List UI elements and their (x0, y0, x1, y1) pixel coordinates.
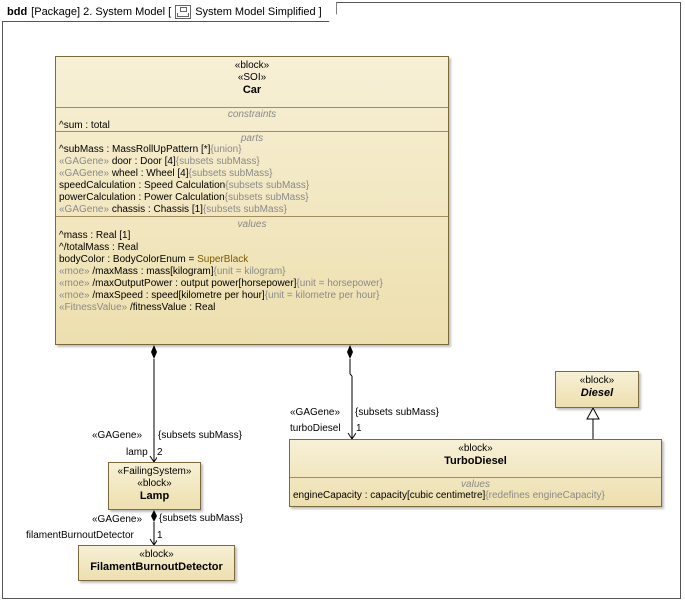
row-text: bodyColor : BodyColorEnum = (59, 254, 198, 265)
row-text: ^subMass : MassRollUpPattern [*] (59, 144, 211, 155)
stereotype-prefix: «GAGene» (59, 168, 112, 179)
stereotype-prefix: «GAGene» (59, 204, 112, 215)
lamp-multiplicity: 2 (157, 447, 163, 458)
part-row[interactable]: powerCalculation : Power Calculation{sub… (59, 192, 445, 204)
stereotype-prefix: «moe» (59, 290, 93, 301)
value-row-enginecapacity[interactable]: engineCapacity : capacity[cubic centimet… (293, 490, 658, 502)
value-row[interactable]: «moe» /maxMass : mass[kilogram]{unit = k… (59, 266, 445, 278)
car-parts-compartment: parts ^subMass : MassRollUpPattern [*]{u… (56, 131, 448, 216)
row-text: /maxSpeed : speed[kilometre per hour] (92, 290, 265, 301)
stereotype-prefix: «moe» (59, 266, 93, 277)
row-text: powerCalculation : Power Calculation (59, 192, 225, 203)
car-header: «block» «SOI» Car (56, 57, 448, 107)
turbodiesel-block[interactable]: «block» TurboDiesel values engineCapacit… (289, 439, 662, 507)
diesel-stereotype: «block» (579, 375, 615, 386)
diesel-block[interactable]: «block» Diesel (555, 371, 639, 408)
car-block[interactable]: «block» «SOI» Car constraints ^sum : tot… (55, 56, 449, 345)
car-name: Car (242, 84, 262, 96)
row-suffix: {unit = horsepower} (296, 278, 383, 289)
part-row[interactable]: ^subMass : MassRollUpPattern [*]{union} (59, 144, 445, 156)
row-text: /fitnessValue : Real (129, 302, 216, 313)
filament-multiplicity: 1 (157, 530, 163, 541)
row-suffix: {unit = kilogram} (213, 266, 286, 277)
part-row[interactable]: «GAGene» door : Door [4]{subsets subMass… (59, 156, 445, 168)
turbodiesel-diesel-generalization[interactable] (586, 406, 600, 439)
value-row[interactable]: «moe» /maxSpeed : speed[kilometre per ho… (59, 290, 445, 302)
turbo-subsets-label: {subsets subMass} (355, 407, 439, 418)
compartment-title: parts (240, 133, 264, 144)
diagram-name: System Model Simplified ] (195, 5, 322, 18)
value-constraint: {redefines engineCapacity} (485, 490, 605, 501)
filament-name: FilamentBurnoutDetector (90, 561, 223, 573)
row-suffix: {subsets subMass} (188, 168, 273, 179)
row-text: ^/totalMass : Real (59, 242, 139, 253)
class-diagram-icon (175, 5, 191, 19)
turbo-role-label[interactable]: turboDiesel (290, 423, 341, 434)
compartment-title: constraints (227, 109, 277, 120)
value-row[interactable]: «FitnessValue» /fitnessValue : Real (59, 302, 445, 314)
row-text: door : Door [4] (111, 156, 176, 167)
composition-diamond-lamp (151, 345, 157, 359)
filament-stereotype: «block» (139, 549, 174, 560)
lamp-subsets-label: {subsets subMass} (158, 430, 242, 441)
part-row[interactable]: speedCalculation : Speed Calculation{sub… (59, 180, 445, 192)
lamp-role-label[interactable]: lamp (126, 447, 148, 458)
row-text: /maxOutputPower : output power[horsepowe… (92, 278, 297, 289)
filament-block[interactable]: «block» FilamentBurnoutDetector (78, 545, 235, 581)
compartment-title: values (237, 219, 267, 230)
value-row[interactable]: ^/totalMass : Real (59, 242, 445, 254)
row-suffix: {unit = kilometre per hour} (264, 290, 380, 301)
filament-subsets-label: {subsets subMass} (159, 513, 243, 524)
car-stereotype-soi: «SOI» (237, 72, 267, 83)
value-row[interactable]: «moe» /maxOutputPower : output power[hor… (59, 278, 445, 290)
car-turbodiesel-association[interactable] (347, 345, 357, 440)
row-text: wheel : Wheel [4] (111, 168, 189, 179)
composition-diamond-turbodiesel (347, 345, 353, 359)
value-row[interactable]: bodyColor : BodyColorEnum = SuperBlack (59, 254, 445, 266)
generalization-triangle (586, 406, 600, 420)
compartment-title: values (461, 479, 490, 490)
value-row[interactable]: ^mass : Real [1] (59, 230, 445, 242)
composition-diamond-filament (151, 510, 157, 522)
row-suffix: {subsets subMass} (225, 180, 310, 191)
row-suffix: {subsets subMass} (224, 192, 309, 203)
stereotype-prefix: «moe» (59, 278, 93, 289)
row-suffix: {union} (210, 144, 242, 155)
turbo-multiplicity: 1 (356, 423, 362, 434)
car-stereotype-block: «block» (234, 60, 270, 71)
row-suffix: SuperBlack (197, 254, 249, 265)
row-text: chassis : Chassis [1] (111, 204, 203, 215)
row-text: /maxMass : mass[kilogram] (92, 266, 214, 277)
stereotype-prefix: «FitnessValue» (59, 302, 130, 313)
stereotype-prefix: «GAGene» (59, 156, 112, 167)
filament-gagene-label: «GAGene» (92, 514, 143, 525)
lamp-gagene-label: «GAGene» (92, 430, 143, 441)
car-lamp-association[interactable] (149, 345, 159, 463)
diagram-frame-tab[interactable]: bdd [Package] 2. System Model [ System M… (2, 2, 337, 22)
row-text: ^mass : Real [1] (59, 230, 131, 241)
lamp-block[interactable]: «FailingSystem» «block» Lamp (108, 462, 201, 510)
car-values-compartment: values ^mass : Real [1]^/totalMass : Rea… (56, 216, 448, 316)
lamp-stereotype-block: «block» (137, 478, 172, 489)
constraint-row[interactable]: ^sum : total (59, 120, 110, 131)
row-suffix: {subsets subMass} (202, 204, 287, 215)
diagram-package-label: [Package] 2. System Model [ (31, 5, 172, 18)
diesel-name: Diesel (580, 387, 614, 399)
filament-role-label[interactable]: filamentBurnoutDetector (26, 530, 134, 541)
row-text: speedCalculation : Speed Calculation (59, 180, 226, 191)
row-suffix: {subsets subMass} (175, 156, 260, 167)
lamp-stereotype-failing: «FailingSystem» (117, 466, 192, 477)
part-row[interactable]: «GAGene» wheel : Wheel [4]{subsets subMa… (59, 168, 445, 180)
part-row[interactable]: «GAGene» chassis : Chassis [1]{subsets s… (59, 204, 445, 216)
lamp-name: Lamp (139, 490, 170, 502)
car-constraints-compartment: constraints ^sum : total (56, 107, 448, 131)
turbodiesel-name: TurboDiesel (444, 455, 507, 467)
value-main: engineCapacity : capacity[cubic centimet… (293, 490, 486, 501)
parts-rows: ^subMass : MassRollUpPattern [*]{union}«… (59, 144, 445, 216)
turbo-gagene-label: «GAGene» (290, 407, 341, 418)
diagram-kind: bdd (7, 5, 28, 18)
turbodiesel-stereotype: «block» (458, 443, 493, 454)
